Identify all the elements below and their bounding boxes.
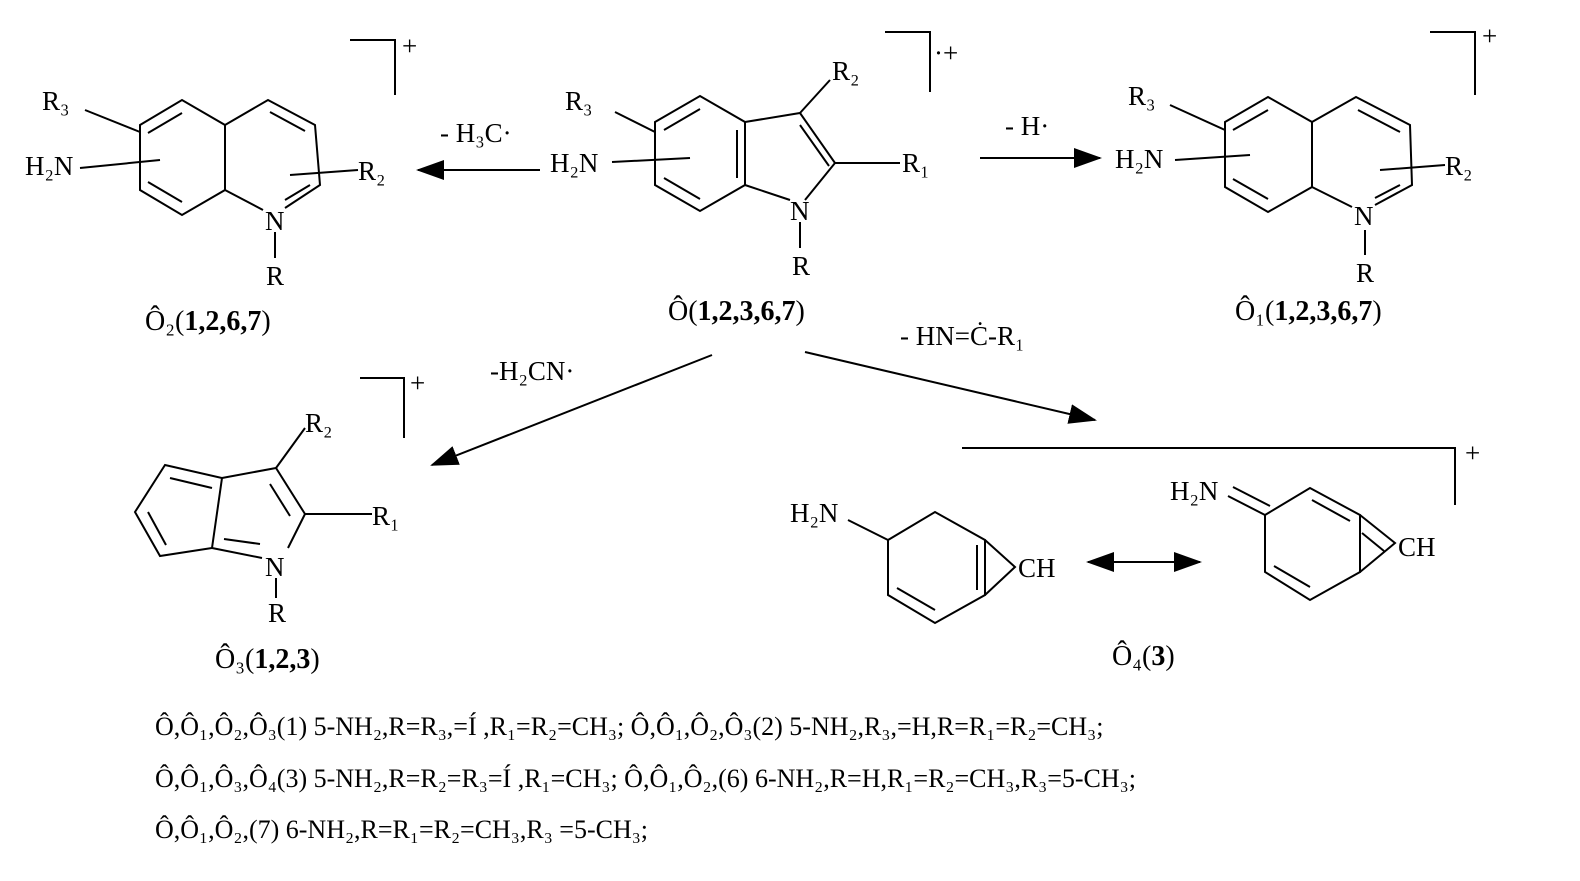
n-label: N	[265, 552, 285, 582]
substituent-legend: Ô,Ô₁,Ô₂,Ô₃(1) 5-NH₂,R=R₃,=Í ,R₁=R₂=CH₃; …	[155, 712, 1136, 844]
r2-label: R₂	[1445, 151, 1472, 181]
r3-label: R₃	[565, 86, 592, 116]
cation-charge: +	[410, 368, 425, 398]
parent-indole-structure: R₃ H₂N R₂ R₁ N R ·+ Ô(1,2,3,6,7)	[550, 31, 958, 327]
loss-h2cn-label: -H₂CN·	[490, 356, 574, 386]
arrow-to-o3	[430, 354, 713, 466]
r-label: R	[266, 261, 284, 291]
o3-structure: R₂ R₁ N R + Ô₃(1,2,3)	[133, 368, 425, 675]
loss-ch3-label: - H₃C·	[440, 118, 512, 148]
arrow-to-o4	[804, 351, 1097, 424]
r-label: R	[792, 251, 810, 281]
r2-label: R₂	[305, 408, 332, 438]
compound-label-parent: Ô(1,2,3,6,7)	[668, 296, 805, 327]
cation-charge: +	[1465, 438, 1480, 468]
footnote-line-1: Ô,Ô₁,Ô₂,Ô₃(1) 5-NH₂,R=R₃,=Í ,R₁=R₂=CH₃; …	[155, 712, 1103, 741]
r1-label: R₁	[902, 148, 929, 178]
r2-label: R₂	[358, 156, 385, 186]
compound-label-o3: Ô₃(1,2,3)	[215, 644, 320, 675]
reaction-arrows: - H₃C· - H· -H₂CN· - HN=Ċ-R₁	[416, 111, 1102, 466]
compound-label-o2: Ô₂(1,2,6,7)	[145, 306, 271, 337]
h2n-label: H₂N	[550, 148, 598, 178]
radical-cation-charge: ·+	[934, 38, 958, 68]
ch-label: CH	[1398, 532, 1436, 562]
r-label: R	[1356, 258, 1374, 288]
r3-label: R₃	[42, 86, 69, 116]
loss-hncr1-label: - HN=Ċ-R₁	[900, 321, 1024, 351]
compound-label-o4: Ô₄(3)	[1112, 641, 1175, 672]
r-label: R	[268, 598, 286, 628]
r2-label: R₂	[832, 56, 859, 86]
cation-charge: +	[402, 31, 417, 61]
h2n-label: H₂N	[790, 498, 838, 528]
r1-label: R₁	[372, 501, 399, 531]
o4-structure: + H₂N CH H₂N CH Ô₄(3)	[790, 438, 1480, 672]
ch-label: CH	[1018, 553, 1056, 583]
h2n-label: H₂N	[1115, 144, 1163, 174]
footnote-line-3: Ô,Ô₁,Ô₂,(7) 6-NH₂,R=R₁=R₂=CH₃,R₃ =5-CH₃;	[155, 815, 648, 844]
r3-label: R₃	[1128, 81, 1155, 111]
footnote-line-2: Ô,Ô₁,Ô₃,Ô₄(3) 5-NH₂,R=R₂=R₃=Í ,R₁=CH₃; Ô…	[155, 764, 1136, 793]
n-label: N	[1354, 201, 1374, 231]
n-label: N	[265, 206, 285, 236]
cation-charge: +	[1482, 21, 1497, 51]
compound-label-o1: Ô₁(1,2,3,6,7)	[1235, 296, 1382, 327]
o1-quinoline-structure: R₃ H₂N R₂ N R + Ô₁(1,2,3,6,7)	[1115, 21, 1497, 327]
n-label: N	[790, 196, 810, 226]
h2n-label: H₂N	[25, 151, 73, 181]
loss-h-label: - H·	[1005, 111, 1049, 141]
h2n-label: H₂N	[1170, 476, 1218, 506]
o2-quinoline-structure: R₃ H₂N R₂ N R + Ô₂(1,2,6,7)	[25, 31, 417, 337]
